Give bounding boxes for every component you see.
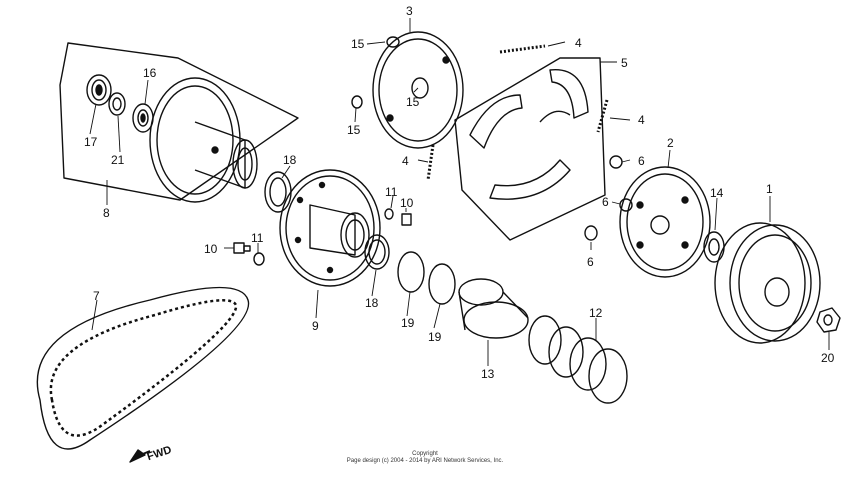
- part-15-clip-2: [351, 95, 363, 109]
- callout-19: 19: [428, 330, 442, 344]
- part-4-spring: [499, 44, 546, 54]
- drive-face-hub: [149, 77, 258, 203]
- part-19-ring: [397, 251, 425, 293]
- callout-15: 15: [406, 95, 420, 109]
- callout-9: 9: [312, 319, 319, 333]
- part-20-nut: [816, 307, 841, 333]
- callout-14: 14: [710, 186, 724, 200]
- part-13-sleeve: [458, 278, 529, 339]
- callout-6: 6: [587, 255, 594, 269]
- part-15-clip: [386, 36, 400, 48]
- callout-4: 4: [575, 36, 582, 50]
- part-14-washer: [703, 231, 725, 263]
- part-11-nut-upper: [384, 208, 394, 220]
- callout-5: 5: [621, 56, 628, 70]
- callout-4: 4: [402, 154, 409, 168]
- callout-11: 11: [251, 231, 264, 245]
- part-8-box: [59, 42, 299, 201]
- callout-2: 2: [667, 136, 674, 150]
- callout-16: 16: [143, 66, 157, 80]
- part-10-bolt-upper: [401, 213, 412, 226]
- callout-7: 7: [93, 289, 100, 303]
- callout-8: 8: [103, 206, 110, 220]
- callout-13: 13: [481, 367, 495, 381]
- part-18-collar: [264, 171, 292, 213]
- part-17-bearing: [86, 74, 112, 106]
- callout-18: 18: [365, 296, 379, 310]
- callout-18: 18: [283, 153, 297, 167]
- part-21-washer: [108, 92, 126, 116]
- part-19-ring-2: [428, 263, 456, 305]
- fwd-arrow-icon: [129, 449, 151, 463]
- part-2-clutch-carrier: [619, 166, 711, 278]
- callout-10: 10: [400, 196, 414, 210]
- part-6-nut: [609, 155, 623, 169]
- callout-15: 15: [347, 123, 361, 137]
- copyright-line-2: Page design (c) 2004 - 2014 by ARI Netwo…: [346, 458, 504, 464]
- callout-15: 15: [351, 37, 365, 51]
- part-12-spring: [528, 315, 628, 404]
- part-16-bearing: [132, 103, 154, 133]
- part-10-bolt: [233, 242, 251, 254]
- part-6-nut-2: [619, 198, 633, 212]
- part-1-clutch-outer: [714, 222, 821, 344]
- part-3-clutch-plate: [372, 31, 464, 149]
- part-5-clutch-shoes: [469, 69, 589, 200]
- callout-19: 19: [401, 316, 415, 330]
- callout-3: 3: [406, 4, 413, 18]
- part-5-box: [454, 57, 606, 241]
- part-9-drive-plate: [279, 169, 381, 287]
- callout-6: 6: [602, 195, 609, 209]
- callout-12: 12: [589, 306, 603, 320]
- callout-20: 20: [821, 351, 835, 365]
- part-11-nut: [253, 252, 265, 266]
- callout-1: 1: [766, 182, 773, 196]
- callout-17: 17: [84, 135, 98, 149]
- callout-11: 11: [385, 185, 398, 199]
- part-6-nut-3: [584, 225, 598, 241]
- copyright-line-1: Copyright: [412, 451, 438, 457]
- callout-10: 10: [204, 242, 218, 256]
- part-4-spring-2: [426, 144, 435, 181]
- callout-6: 6: [638, 154, 645, 168]
- callout-4: 4: [638, 113, 645, 127]
- part-18-collar-mid: [364, 234, 390, 270]
- part-7-drive-belt: [36, 286, 250, 450]
- callout-21: 21: [111, 153, 125, 167]
